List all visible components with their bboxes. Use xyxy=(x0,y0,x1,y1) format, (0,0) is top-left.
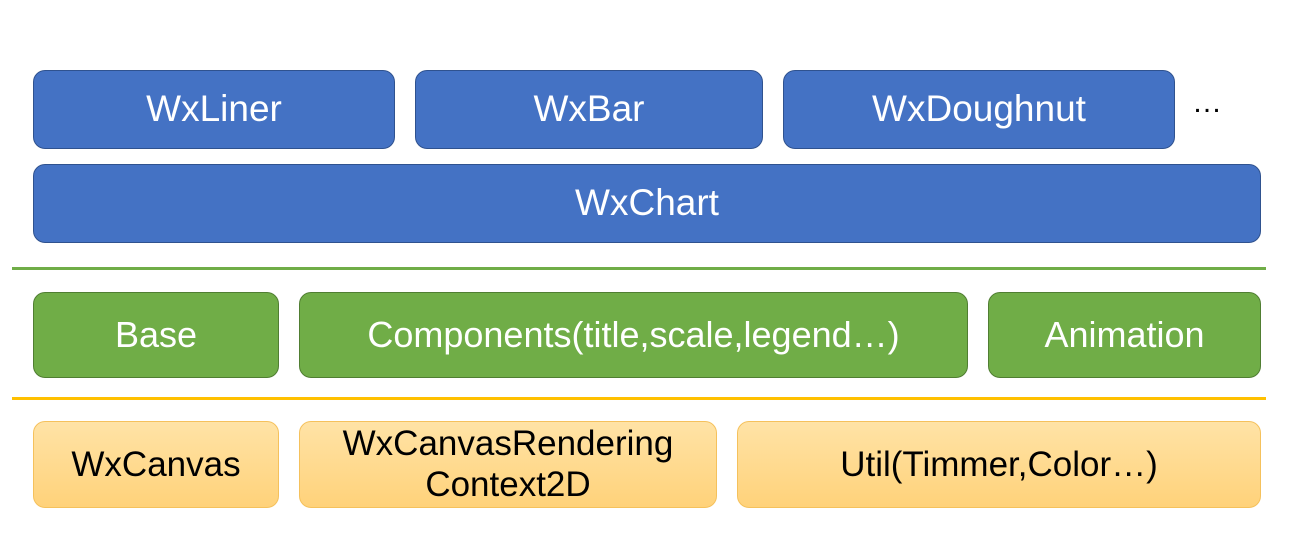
base-box: Base xyxy=(33,292,279,378)
more-charts-ellipsis: … xyxy=(1192,86,1223,119)
wxbar-box: WxBar xyxy=(415,70,763,149)
wxdoughnut-box: WxDoughnut xyxy=(783,70,1175,149)
wxchart-box: WxChart xyxy=(33,164,1261,243)
base-label: Base xyxy=(114,314,198,356)
animation-label: Animation xyxy=(1044,314,1205,356)
framework-divider xyxy=(12,267,1266,270)
components-box: Components(title,scale,legend…) xyxy=(299,292,968,378)
wxcanvas-label: WxCanvas xyxy=(71,444,241,484)
util-label: Util(Timmer,Color…) xyxy=(840,444,1158,484)
util-box: Util(Timmer,Color…) xyxy=(737,421,1261,508)
animation-box: Animation xyxy=(988,292,1261,378)
components-label: Components(title,scale,legend…) xyxy=(367,314,900,356)
platform-divider xyxy=(12,397,1266,400)
wxcanvas-box: WxCanvas xyxy=(33,421,279,508)
wxliner-box: WxLiner xyxy=(33,70,395,149)
wxchart-label: WxChart xyxy=(575,182,719,224)
wxliner-label: WxLiner xyxy=(146,88,282,130)
wxcanvas-rendering-context-label: WxCanvasRendering Context2D xyxy=(342,424,674,504)
wxdoughnut-label: WxDoughnut xyxy=(872,88,1086,130)
wxbar-label: WxBar xyxy=(533,88,645,130)
wxcanvas-rendering-context-box: WxCanvasRendering Context2D xyxy=(299,421,717,508)
